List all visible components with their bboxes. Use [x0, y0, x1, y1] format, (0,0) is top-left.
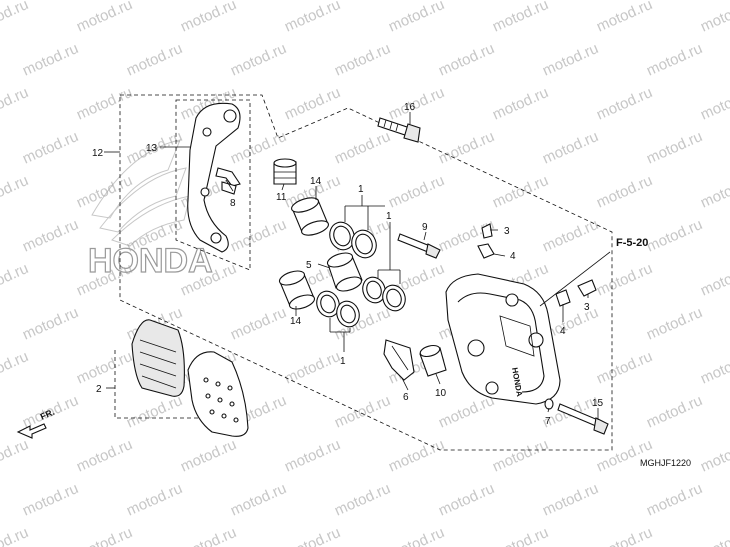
bleeder-upper	[477, 223, 495, 259]
mounting-bolt	[377, 117, 421, 143]
washer	[544, 398, 554, 410]
brand-wing-logo	[91, 139, 191, 247]
bleed-bolt	[557, 403, 609, 435]
brand-text: HONDA	[88, 242, 213, 280]
callout-4-right: 4	[560, 326, 566, 337]
assembly-outline	[119, 94, 613, 451]
callout-2: 2	[96, 384, 102, 395]
brake-pad-rear	[131, 319, 185, 397]
callout-13: 13	[146, 143, 158, 154]
callout-14-lower: 14	[290, 316, 302, 327]
callout-10: 10	[435, 388, 447, 399]
callout-3-right: 3	[584, 302, 590, 313]
callout-1-middle: 1	[386, 211, 392, 222]
callout-4-upper: 4	[510, 251, 516, 262]
front-arrow-label: FR.	[39, 407, 56, 422]
piston-lower	[278, 270, 316, 310]
leader-lines	[104, 112, 611, 420]
callout-11: 11	[276, 192, 287, 203]
callout-1-upper: 1	[358, 184, 364, 195]
reference-label: F-5-20	[616, 237, 648, 249]
callout-5: 5	[306, 260, 312, 271]
callout-7: 7	[545, 416, 551, 427]
front-arrow	[16, 423, 47, 439]
caliper-bracket	[187, 102, 241, 253]
callout-16: 16	[404, 102, 416, 113]
piston-middle	[326, 252, 363, 292]
callout-3-upper: 3	[504, 226, 510, 237]
callout-9: 9	[422, 222, 428, 233]
brake-pad-front	[187, 351, 249, 437]
retainer-clip	[215, 167, 241, 195]
dust-boot	[273, 158, 297, 185]
callout-8: 8	[230, 198, 236, 209]
pad-spring	[383, 339, 415, 381]
piston-seals	[316, 221, 406, 328]
callout-12: 12	[92, 148, 104, 159]
callout-1-lower: 1	[340, 356, 346, 367]
piston-upper	[291, 197, 329, 236]
pin-adapter	[419, 344, 447, 377]
callout-15: 15	[592, 398, 604, 409]
bracket-group-outline	[175, 99, 251, 271]
callout-14-upper: 14	[310, 176, 322, 187]
caliper-body: HONDA	[445, 273, 561, 405]
diagram-code: MGHJF1220	[640, 458, 691, 468]
callout-6: 6	[403, 392, 409, 403]
pad-pin	[397, 233, 441, 259]
bleeder-right	[555, 279, 597, 307]
